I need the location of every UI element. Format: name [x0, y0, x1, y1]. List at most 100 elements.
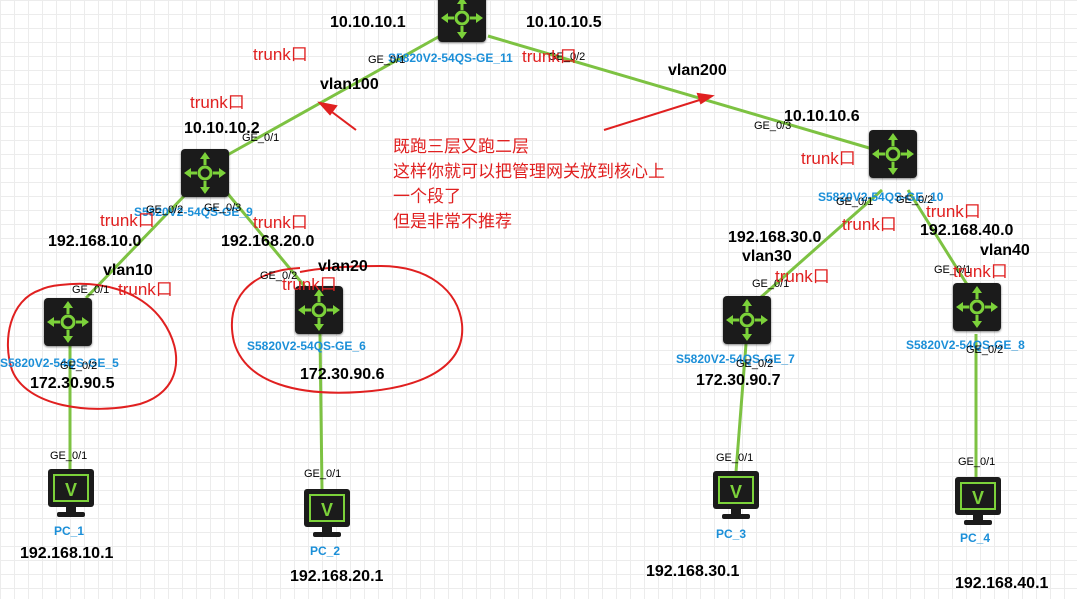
switch-sw8[interactable] [953, 283, 1001, 331]
svg-text:V: V [972, 488, 984, 508]
sw7-port-down: GE_0/2 [736, 358, 774, 370]
sw10-port-up: GE_0/3 [754, 120, 792, 132]
router-switch-icon [184, 152, 226, 194]
vlan10-label: vlan10 [103, 262, 153, 279]
link-sw10-sw7[interactable] [759, 188, 883, 300]
monitor-icon: V [304, 489, 350, 537]
router-switch-icon [441, 0, 483, 39]
note-line-2: 这样你就可以把管理网关放到核心上 [393, 162, 665, 181]
router-switch-icon [298, 289, 340, 331]
trunk-label-sw5: trunk口 [118, 280, 173, 299]
switch-sw5[interactable] [44, 298, 92, 346]
annotation-arrow-right [603, 97, 707, 131]
core-port-right: GE_0/2 [548, 51, 586, 63]
trunk-label-sw9-right: trunk口 [253, 213, 308, 232]
monitor-icon: V [48, 469, 94, 517]
switch-sw9[interactable] [181, 149, 229, 197]
trunk-label-core-left: trunk口 [253, 45, 308, 64]
switch-sw10[interactable] [869, 130, 917, 178]
pc-4[interactable]: V [954, 476, 1002, 526]
pc4-name: PC_4 [960, 531, 991, 545]
pc2-port: GE_0/1 [304, 468, 342, 480]
link-core-sw10[interactable] [487, 34, 877, 152]
sw7-port-up: GE_0/1 [752, 278, 790, 290]
link-sw10-sw8[interactable] [906, 189, 970, 287]
annotation-note: 既跑三层又跑二层 这样你就可以把管理网关放到核心上 一个段了 但是非常不推荐 [393, 134, 665, 234]
core-ip-left: 10.10.10.1 [330, 14, 406, 31]
note-line-1: 既跑三层又跑二层 [393, 137, 529, 156]
trunk-label-sw7: trunk口 [775, 267, 830, 286]
sw6-ip: 172.30.90.6 [300, 366, 385, 383]
pc3-ip: 192.168.30.1 [646, 563, 740, 580]
core-port-left: GE_0/1 [368, 54, 406, 66]
vlan100-label: vlan100 [320, 76, 379, 93]
svg-text:V: V [321, 500, 333, 520]
monitor-icon: V [955, 477, 1001, 525]
vlan20-label: vlan20 [318, 258, 368, 275]
link-sw9-sw6[interactable] [226, 193, 308, 289]
sw6-name: S5820V2-54QS-GE_6 [247, 339, 366, 353]
trunk-label-sw9-left: trunk口 [100, 211, 155, 230]
pc1-port: GE_0/1 [50, 450, 88, 462]
subnet-30: 192.168.30.0 [728, 229, 822, 246]
sw5-ip: 172.30.90.5 [30, 375, 115, 392]
router-switch-icon [872, 133, 914, 175]
trunk-label-sw9-up: trunk口 [190, 93, 245, 112]
sw10-port-right: GE_0/2 [896, 194, 934, 206]
sw9-ip: 10.10.10.2 [184, 120, 260, 137]
trunk-label-sw10-up: trunk口 [801, 149, 856, 168]
subnet-20: 192.168.20.0 [221, 233, 315, 250]
pc1-name: PC_1 [54, 524, 85, 538]
vlan200-label: vlan200 [668, 62, 727, 79]
sw6-port-up: GE_0/2 [260, 270, 298, 282]
pc3-port: GE_0/1 [716, 452, 754, 464]
subnet-10: 192.168.10.0 [48, 233, 142, 250]
link-sw9-sw5[interactable] [84, 192, 188, 300]
annotation-circle-sw6 [230, 264, 464, 394]
switch-core[interactable] [438, 0, 486, 42]
sw10-ip: 10.10.10.6 [784, 108, 860, 125]
sw10-port-left: GE_0/1 [836, 196, 874, 208]
pc-3[interactable]: V [712, 470, 760, 520]
sw9-name: S5820V2-54QS-GE_9 [134, 205, 253, 219]
sw5-port-down: GE_0/2 [60, 360, 98, 372]
sw8-name: S5820V2-54QS-GE_8 [906, 338, 1025, 352]
monitor-icon: V [713, 471, 759, 519]
link-core-sw9[interactable] [221, 34, 441, 160]
vlan40-label: vlan40 [980, 242, 1030, 259]
annotation-arrowhead-right [696, 92, 715, 105]
router-switch-icon [47, 301, 89, 343]
trunk-label-core-right: trunk口 [522, 47, 577, 66]
annotation-arrowhead-left [317, 101, 338, 116]
sw9-port-left: GE_0/2 [146, 204, 184, 216]
pc2-name: PC_2 [310, 544, 341, 558]
sw8-port-down: GE_0/2 [966, 344, 1004, 356]
pc4-ip: 192.168.40.1 [955, 575, 1049, 592]
trunk-label-sw10-left: trunk口 [842, 215, 897, 234]
link-sw6-pc2[interactable] [318, 333, 324, 491]
core-name: S5820V2-54QS-GE_11 [388, 51, 513, 65]
switch-sw6[interactable] [295, 286, 343, 334]
link-sw7-pc3[interactable] [734, 343, 748, 473]
pc-2[interactable]: V [303, 488, 351, 538]
pc1-ip: 192.168.10.1 [20, 545, 114, 562]
sw9-port-right: GE_0/3 [204, 202, 242, 214]
svg-text:V: V [65, 480, 77, 500]
router-switch-icon [956, 286, 998, 328]
sw7-name: S5820V2-54QS-GE_7 [676, 352, 795, 366]
pc4-port: GE_0/1 [958, 456, 996, 468]
sw8-port-up: GE_0/1 [934, 264, 972, 276]
pc-1[interactable]: V [47, 468, 95, 518]
switch-sw7[interactable] [723, 296, 771, 344]
core-ip-right: 10.10.10.5 [526, 14, 602, 31]
note-line-3: 一个段了 [393, 187, 461, 206]
note-line-4: 但是非常不推荐 [393, 212, 512, 231]
router-switch-icon [726, 299, 768, 341]
svg-text:V: V [730, 482, 742, 502]
sw5-name: S5820V2-54QS-GE_5 [0, 356, 119, 370]
trunk-label-sw10-right: trunk口 [926, 202, 981, 221]
trunk-label-sw6: trunk口 [282, 275, 337, 294]
pc3-name: PC_3 [716, 527, 747, 541]
